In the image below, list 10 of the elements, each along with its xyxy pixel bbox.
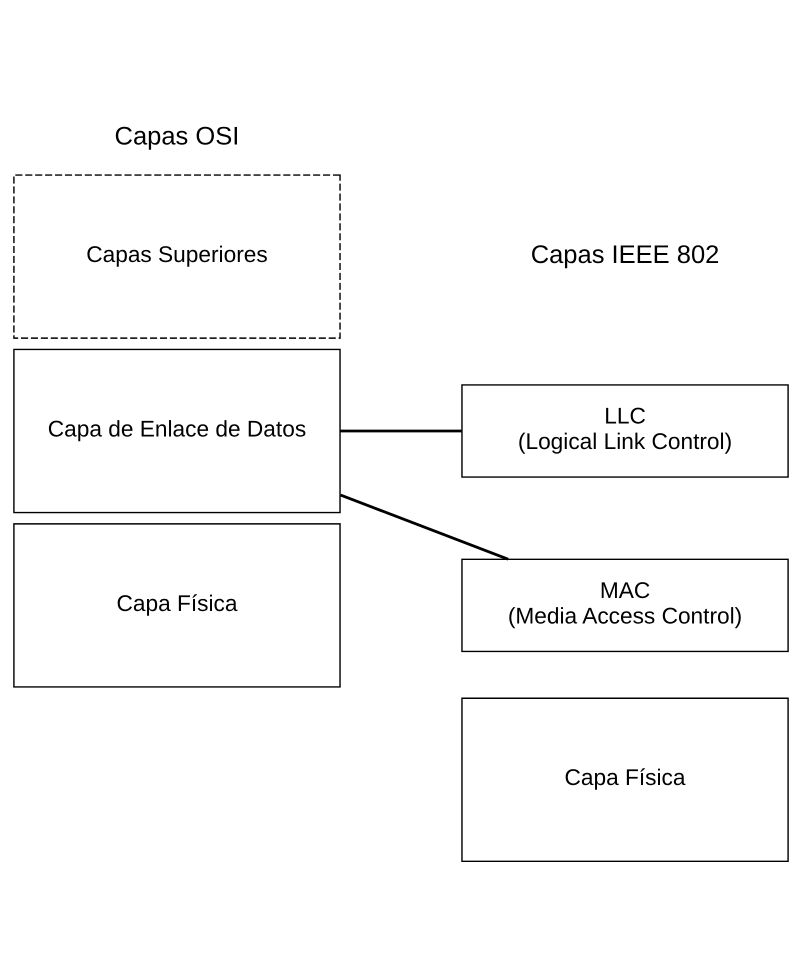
node-box: Capas Superiores bbox=[13, 174, 341, 339]
label: Capas OSI bbox=[114, 122, 240, 150]
node-box: Capa Física bbox=[461, 698, 789, 862]
node-box: Capa Física bbox=[13, 523, 341, 688]
connector bbox=[340, 430, 462, 432]
node-box: MAC (Media Access Control) bbox=[461, 558, 789, 652]
connector bbox=[340, 494, 509, 561]
node-box: LLC (Logical Link Control) bbox=[461, 384, 789, 478]
node-box: Capa de Enlace de Datos bbox=[13, 348, 341, 514]
label: Capas IEEE 802 bbox=[530, 240, 720, 269]
